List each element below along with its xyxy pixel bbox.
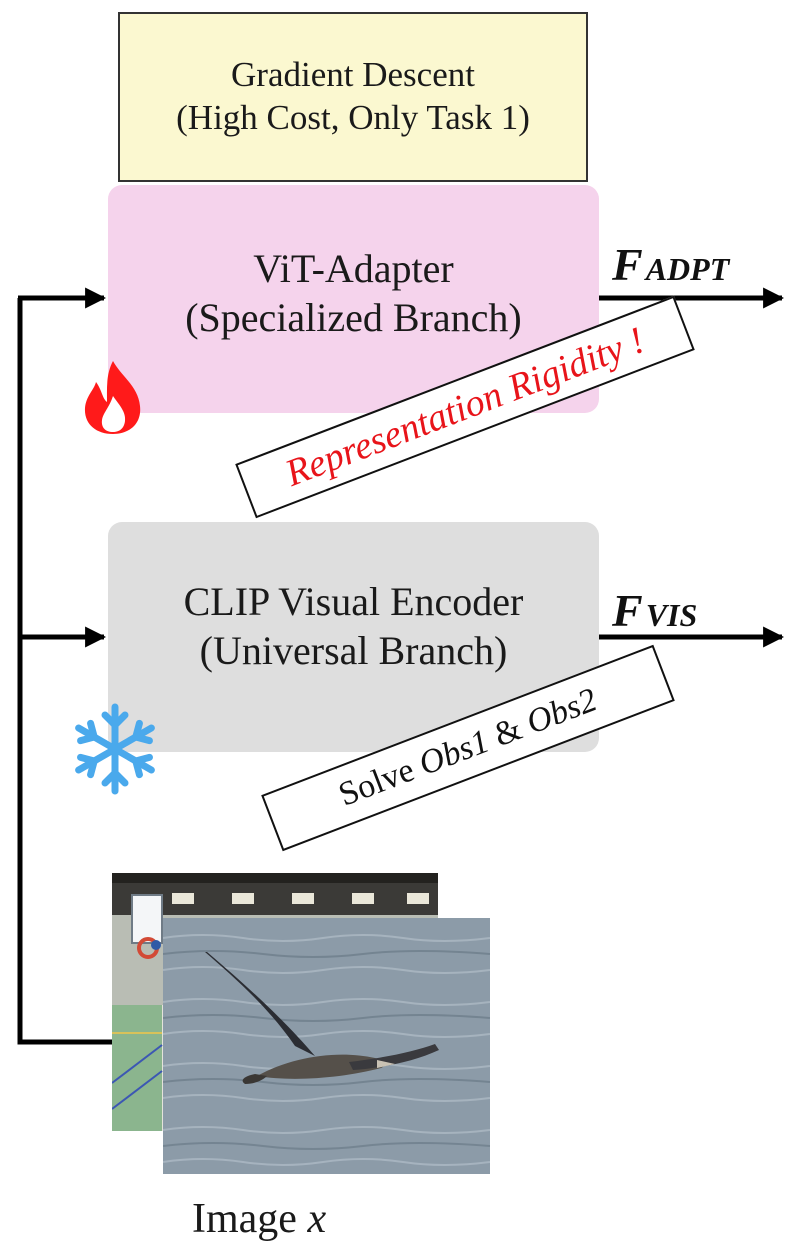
vis-feature-label: FVIS xyxy=(612,584,697,637)
vit-adapter-box: ViT-Adapter (Specialized Branch) xyxy=(108,185,599,413)
vis-feature-sub: VIS xyxy=(645,597,698,633)
vis-feature-main: F xyxy=(612,585,643,636)
albatross-over-sea-photo xyxy=(163,918,490,1174)
gradient-title: Gradient Descent xyxy=(231,55,475,95)
snowflake-icon xyxy=(75,703,155,795)
fire-icon xyxy=(84,361,141,434)
clip-title: CLIP Visual Encoder xyxy=(183,579,524,625)
image-label: Image x xyxy=(192,1195,326,1243)
adapter-feature-sub: ADPT xyxy=(645,251,730,287)
gradient-descent-box: Gradient Descent (High Cost, Only Task 1… xyxy=(118,12,588,182)
adapter-title: ViT-Adapter xyxy=(253,246,454,292)
image-variable: x xyxy=(307,1196,327,1242)
gradient-subtitle: (High Cost, Only Task 1) xyxy=(176,98,530,137)
adapter-subtitle: (Specialized Branch) xyxy=(185,295,522,340)
image-label-text: Image xyxy=(192,1196,308,1242)
clip-subtitle: (Universal Branch) xyxy=(199,628,508,673)
input-bus-line xyxy=(17,298,112,1045)
adapter-feature-label: FADPT xyxy=(612,238,729,291)
adapter-feature-main: F xyxy=(612,239,643,290)
